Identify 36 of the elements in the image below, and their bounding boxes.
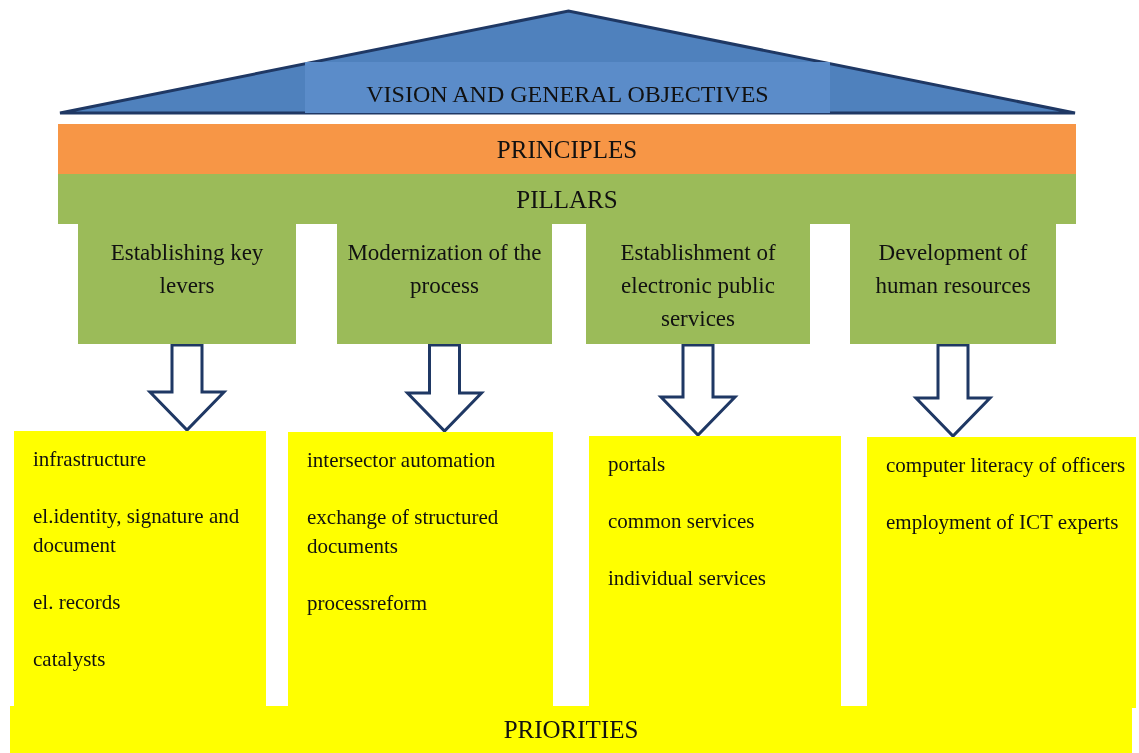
- priority-item: el.identity, signature and document: [33, 503, 241, 559]
- priority-item: exchange of structured documents: [307, 504, 500, 560]
- priority-item: computer literacy of officers: [886, 452, 1127, 479]
- priority-item: employment of ICT experts: [886, 509, 1120, 536]
- priority-item: infrastructure: [33, 446, 148, 473]
- priority-box: [288, 432, 553, 708]
- band-title: PRIORITIES: [503, 717, 639, 742]
- pillar-box: [337, 224, 552, 344]
- priority-item: catalysts: [33, 646, 107, 673]
- block-arrow: [657, 343, 739, 438]
- priority-box: [14, 431, 266, 708]
- pillar-box: [586, 224, 810, 344]
- pillar-title: Development of human resources: [874, 239, 1032, 300]
- banner-title: VISION AND GENERAL OBJECTIVES: [366, 80, 769, 109]
- priority-item: portals: [608, 451, 667, 478]
- band-title: PRINCIPLES: [496, 136, 638, 162]
- band-title: PILLARS: [516, 186, 618, 212]
- priority-item: individual services: [608, 565, 768, 592]
- principles-band: [58, 124, 1076, 174]
- priority-item: el. records: [33, 589, 122, 616]
- block-arrow: [912, 343, 994, 439]
- block-arrow: [403, 343, 486, 434]
- priority-box: [867, 437, 1136, 708]
- priority-box: [589, 436, 841, 708]
- priority-item: common services: [608, 508, 756, 535]
- pillar-title: Establishing key levers: [109, 239, 265, 300]
- pillar-title: Establishment of electronic public services: [619, 239, 777, 333]
- pillars-band: [58, 174, 1076, 224]
- block-arrow: [146, 343, 228, 433]
- pillar-box: [78, 224, 296, 344]
- priority-item: processreform: [307, 590, 429, 617]
- priorities-band: [10, 706, 1132, 753]
- priority-item: intersector automation: [307, 447, 497, 474]
- pillar-title: Modernization of the process: [346, 239, 543, 300]
- roof-banner: [58, 8, 1077, 116]
- pillar-box: [850, 224, 1056, 344]
